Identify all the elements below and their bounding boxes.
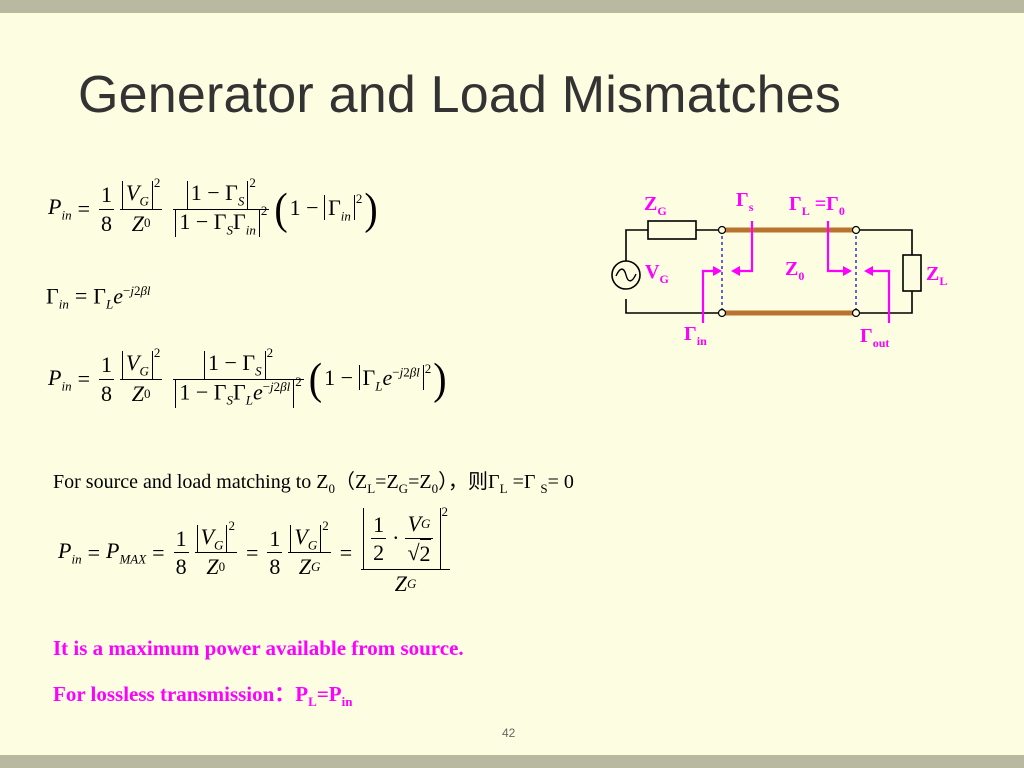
max-power-statement: It is a maximum power available from sou… [53, 636, 464, 660]
wire-left-top [625, 229, 648, 263]
label-zg: ZG [644, 193, 667, 218]
wire-left-bottom [625, 299, 720, 314]
arrow-gamma-s [735, 221, 754, 273]
label-vg: VG [645, 261, 669, 286]
wire-right-bottom [857, 291, 913, 314]
label-zl: ZL [926, 263, 948, 288]
label-gamma-in: Γin [684, 323, 707, 348]
page-number: 42 [502, 726, 516, 740]
lossless-statement: For lossless transmission：PL=Pin [53, 682, 353, 710]
label-gamma-out: Γout [860, 325, 890, 350]
zl-resistor-icon [902, 254, 922, 292]
transmission-line-circuit [611, 220, 922, 323]
arrow-gamma-l [826, 221, 848, 273]
wire-right-top [857, 229, 913, 255]
zg-resistor-icon [647, 220, 697, 240]
label-z0: Z0 [785, 258, 805, 283]
arrow-gamma-in [701, 269, 718, 323]
page-title: Generator and Load Mismatches [78, 66, 842, 124]
equation-gamma-in: Γin=ΓLe−j2βl [46, 283, 151, 312]
label-gamma-l: ΓL =Γ0 [789, 193, 845, 218]
label-gamma-s: Γs [736, 189, 754, 214]
matching-condition-text: For source and load matching to Z0（ZL=ZG… [53, 471, 574, 496]
arrow-gamma-out [868, 269, 891, 323]
